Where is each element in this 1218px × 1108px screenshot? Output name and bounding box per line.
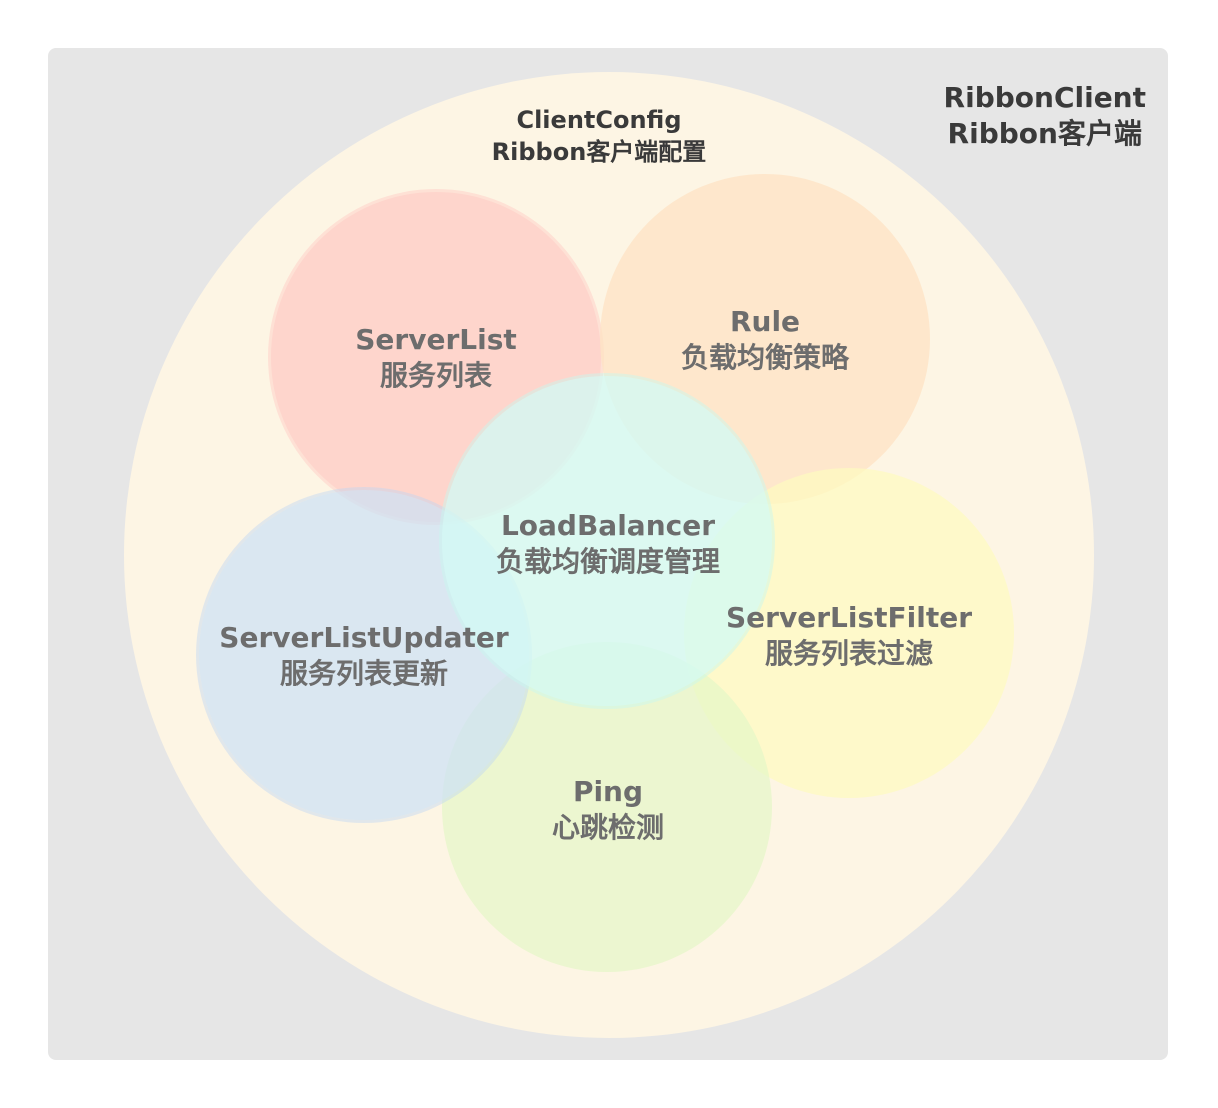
load-balancer-desc: 负载均衡调度管理: [495, 545, 720, 578]
server-list-desc: 服务列表: [379, 359, 492, 392]
server-list-name: ServerList: [355, 323, 517, 356]
load-balancer-name: LoadBalancer: [500, 509, 716, 542]
server-list-filter-desc: 服务列表过滤: [764, 637, 933, 670]
server-list-filter-name: ServerListFilter: [725, 601, 972, 634]
server-list-updater-name: ServerListUpdater: [219, 621, 509, 654]
ribbon-client-title-en: RibbonClient: [943, 81, 1146, 114]
ping-name: Ping: [572, 775, 644, 808]
rule-name: Rule: [729, 305, 801, 338]
server-list-filter-label: ServerListFilter 服务列表过滤: [689, 600, 1009, 672]
load-balancer-label: LoadBalancer 负载均衡调度管理: [448, 508, 768, 580]
client-config-title-zh: Ribbon客户端配置: [491, 138, 707, 166]
rule-desc: 负载均衡策略: [680, 341, 849, 374]
rule-label: Rule 负载均衡策略: [605, 304, 925, 376]
client-config-title: ClientConfig Ribbon客户端配置: [460, 104, 738, 168]
ribbon-client-title-zh: Ribbon客户端: [947, 117, 1142, 150]
ping-desc: 心跳检测: [551, 811, 664, 844]
load-balancer-circle: [442, 376, 772, 706]
client-config-title-en: ClientConfig: [516, 106, 682, 134]
ping-label: Ping 心跳检测: [448, 774, 768, 846]
server-list-updater-label: ServerListUpdater 服务列表更新: [204, 620, 524, 692]
ribbon-client-title: RibbonClient Ribbon客户端: [944, 80, 1146, 152]
server-list-updater-desc: 服务列表更新: [279, 657, 448, 690]
server-list-label: ServerList 服务列表: [276, 322, 596, 394]
